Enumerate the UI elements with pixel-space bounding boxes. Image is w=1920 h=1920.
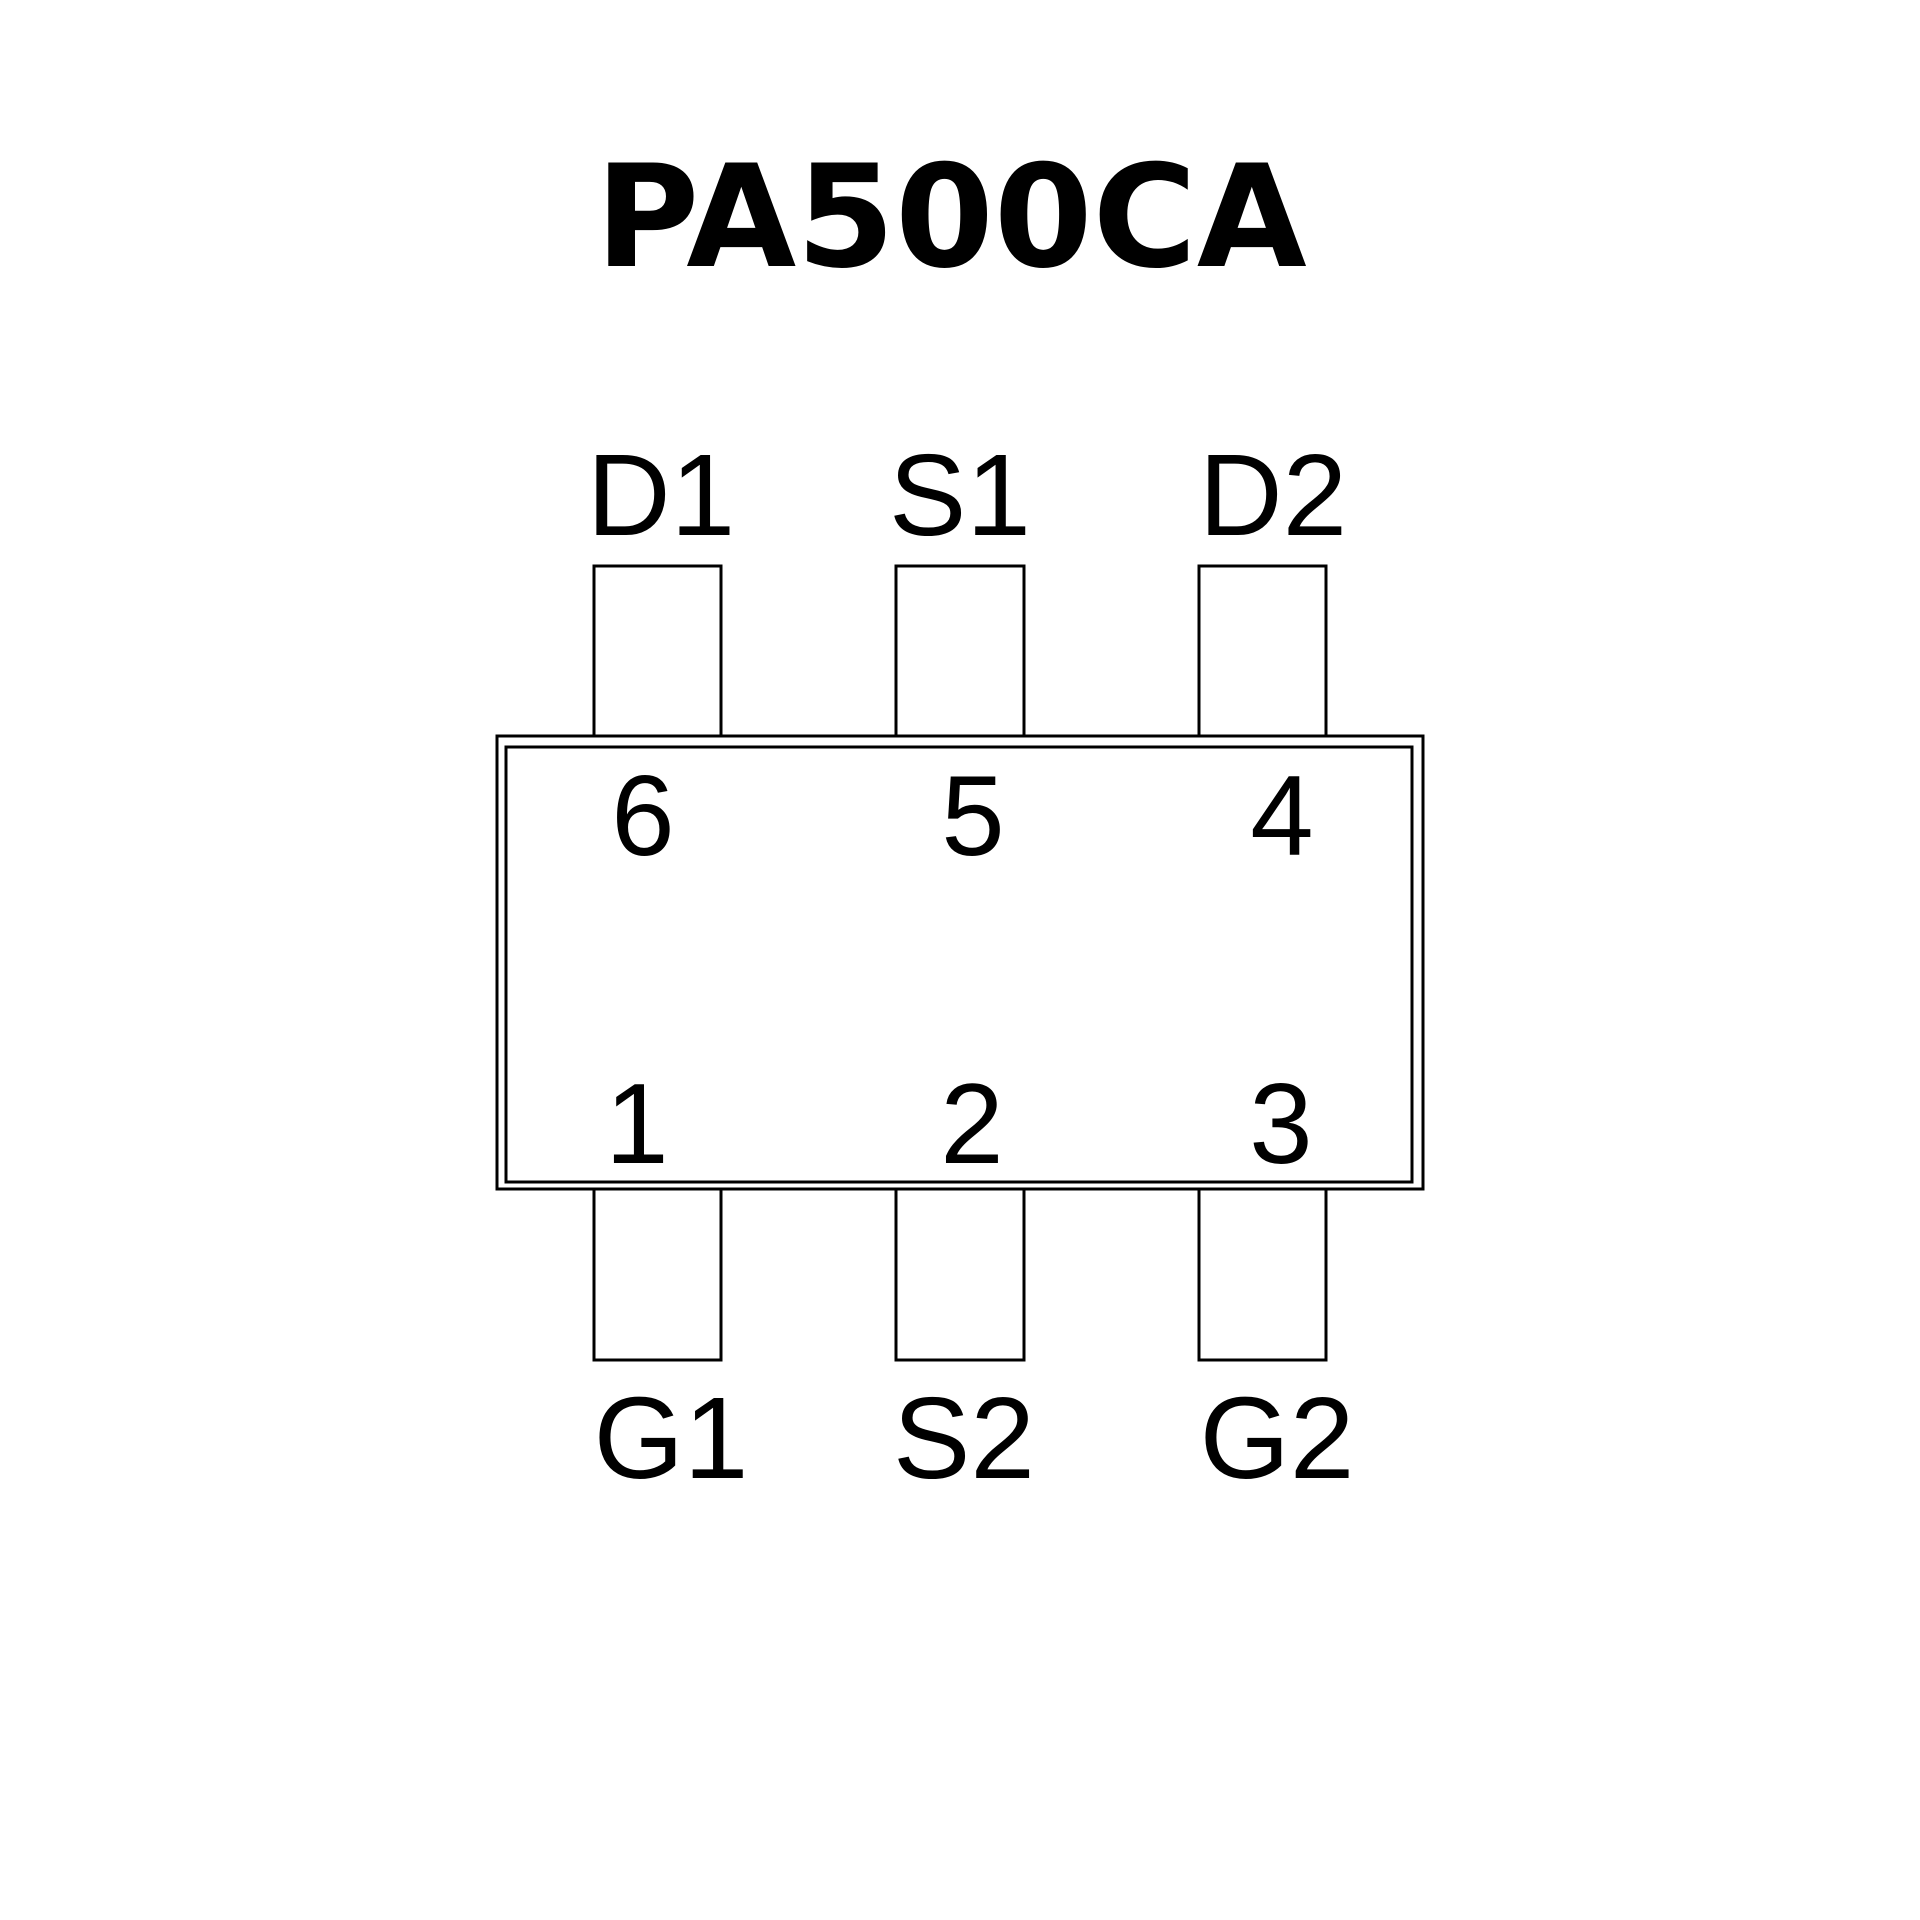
pin-5-lead xyxy=(894,564,1026,738)
pin-number-2: 2 xyxy=(940,1061,1003,1188)
pin-4-lead xyxy=(1197,564,1328,738)
pin-3-lead xyxy=(1197,1187,1328,1362)
pin-2-lead xyxy=(894,1187,1026,1362)
pin-label-d2: D2 xyxy=(1199,430,1347,560)
part-number-title: PA500CA xyxy=(595,135,1307,300)
pin-label-s1: S1 xyxy=(889,430,1031,560)
pin-1-lead xyxy=(592,1187,723,1362)
pin-label-s2: S2 xyxy=(893,1373,1035,1503)
pin-number-5: 5 xyxy=(941,753,1004,880)
package-body-inner xyxy=(504,745,1414,1184)
pin-number-3: 3 xyxy=(1249,1061,1312,1188)
pin-number-4: 4 xyxy=(1250,753,1313,880)
pin-6-lead xyxy=(592,564,723,738)
pin-label-d1: D1 xyxy=(587,430,735,560)
pin-number-6: 6 xyxy=(611,753,674,880)
pin-label-g1: G1 xyxy=(594,1373,749,1503)
pin-label-g2: G2 xyxy=(1200,1373,1355,1503)
pin-number-1: 1 xyxy=(605,1061,668,1188)
